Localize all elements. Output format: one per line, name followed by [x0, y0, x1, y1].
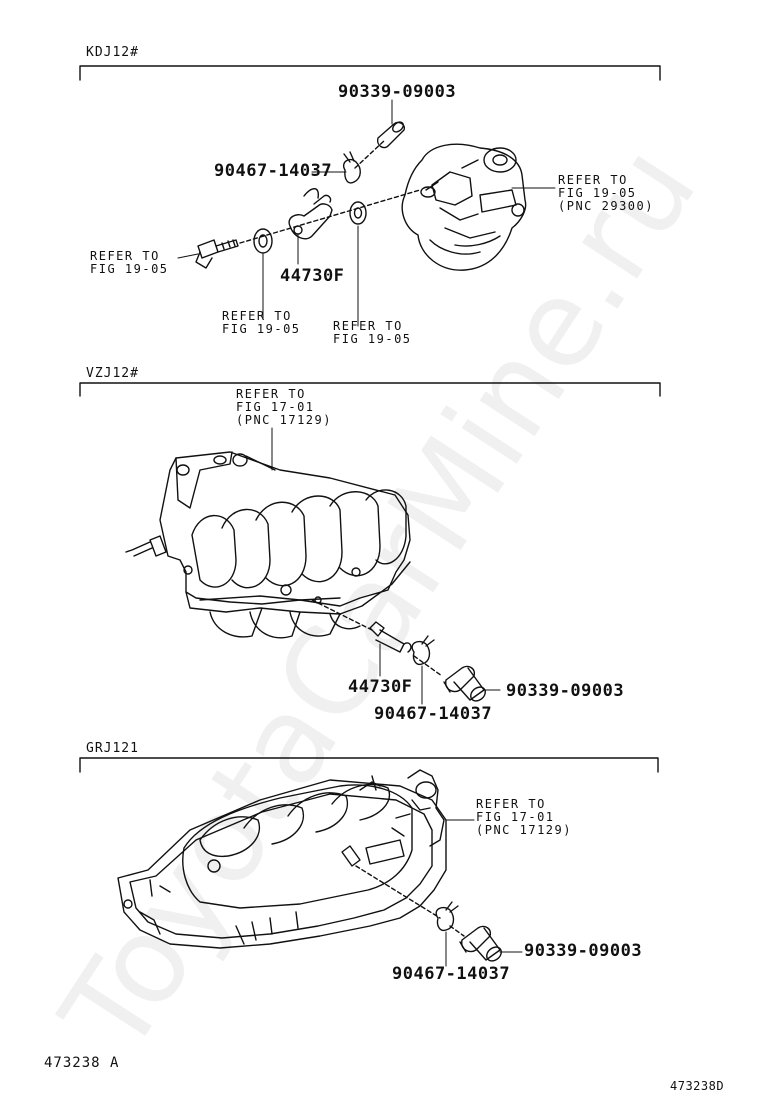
intake-manifold-vzj — [125, 451, 411, 639]
section-bracket-kdj12 — [79, 65, 661, 81]
section-label-grj121: GRJ121 — [86, 741, 139, 756]
figure-code-right: 473238D — [670, 1079, 725, 1093]
section-bracket-vzj12 — [79, 382, 661, 397]
kdj-hose-parts — [195, 121, 421, 269]
refer-note-pnc-29300: REFER TO FIG 19-05 (PNC 29300) — [558, 173, 654, 213]
part-number-90339-09003-vzj: 90339-09003 — [506, 681, 625, 701]
grj-hose-parts — [355, 865, 502, 962]
part-number-90339-09003-grj: 90339-09003 — [524, 941, 643, 961]
part-number-44730f: 44730F — [280, 266, 345, 286]
vzj-leaders — [271, 427, 501, 705]
refer-note-right-washer: REFER TO FIG 19-05 — [333, 319, 412, 346]
figure-code-left: 473238 A — [44, 1055, 120, 1071]
part-number-90467-14037-grj: 90467-14037 — [392, 964, 511, 984]
kdj-leaders — [177, 99, 556, 327]
vacuum-pump — [401, 143, 527, 271]
refer-note-left-washer: REFER TO FIG 19-05 — [222, 309, 301, 336]
refer-note-union-bolt: REFER TO FIG 19-05 — [90, 249, 169, 276]
part-number-44730f-vzj: 44730F — [348, 677, 413, 697]
section-bracket-grj121 — [79, 757, 659, 773]
section-label-vzj12: VZJ12# — [86, 366, 139, 381]
grj-leaders — [445, 819, 523, 967]
part-number-90339-09003: 90339-09003 — [338, 82, 457, 102]
vzj-hose-parts — [311, 599, 486, 702]
intake-manifold-grj — [117, 769, 447, 949]
refer-note-pnc-17129-grj: REFER TO FIG 17-01 (PNC 17129) — [476, 797, 572, 837]
part-number-90467-14037: 90467-14037 — [214, 161, 333, 181]
refer-note-pnc-17129-vzj: REFER TO FIG 17-01 (PNC 17129) — [236, 387, 332, 427]
part-number-90467-14037-vzj: 90467-14037 — [374, 704, 493, 724]
section-label-kdj12: KDJ12# — [86, 45, 139, 60]
